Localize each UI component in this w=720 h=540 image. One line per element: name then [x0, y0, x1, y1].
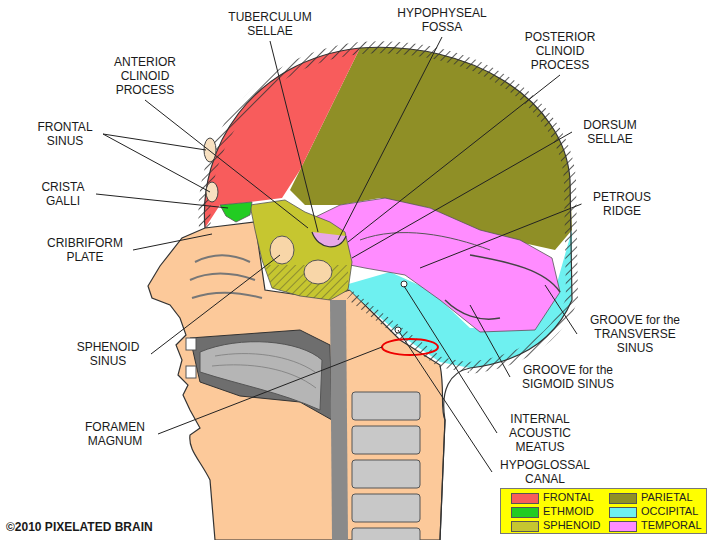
leader-line: [470, 305, 510, 377]
leader-line: [348, 75, 560, 242]
leader-line: [133, 234, 212, 250]
legend-swatch: [609, 521, 637, 532]
part-label: INTERNAL ACOUSTIC MEATUS: [500, 412, 580, 454]
part-label: CRISTA GALLI: [33, 180, 93, 208]
part-label: PETROUS RIDGE: [585, 190, 660, 218]
leader-line: [145, 100, 308, 228]
legend-text: ETHMOID: [543, 505, 594, 518]
part-label: HYPOPHYSEAL FOSSA: [392, 6, 492, 34]
part-label: HYPOGLOSSAL CANAL: [495, 458, 595, 486]
legend-swatch: [511, 493, 539, 504]
copyright-watermark: ©2010 PIXELATED BRAIN: [4, 520, 155, 534]
leader-line: [96, 194, 228, 208]
leader-line: [545, 285, 577, 334]
part-label: POSTERIOR CLINOID PROCESS: [518, 30, 603, 72]
legend-text: FRONTAL: [543, 491, 594, 504]
legend-swatch: [609, 493, 637, 504]
legend-box: FRONTALETHMOIDSPHENOID PARIETALOCCIPITALT…: [500, 488, 707, 534]
leader-line: [158, 347, 382, 434]
legend-text: OCCIPITAL: [641, 505, 698, 518]
leader-line: [103, 134, 210, 192]
leader-line: [151, 255, 280, 354]
legend-text: TEMPORAL: [641, 519, 702, 532]
legend-swatch: [511, 521, 539, 532]
part-label: CRIBRIFORM PLATE: [40, 236, 130, 264]
legend-text: SPHENOID: [543, 519, 600, 532]
leader-line: [420, 204, 582, 268]
part-label: FORAMEN MAGNUM: [75, 420, 155, 448]
legend-swatch: [511, 507, 539, 518]
part-label: GROOVE for the SIGMOID SINUS: [513, 363, 623, 391]
part-label: GROOVE for the TRANSVERSE SINUS: [580, 313, 690, 355]
legend-swatch: [609, 507, 637, 518]
leader-line: [352, 132, 572, 258]
part-label: DORSUM SELLAE: [575, 118, 645, 146]
part-label: ANTERIOR CLINOID PROCESS: [105, 55, 185, 97]
part-label: TUBERCULUM SELLAE: [220, 10, 320, 38]
part-label: FRONTAL SINUS: [30, 120, 100, 148]
part-label: SPHENOID SINUS: [68, 340, 148, 368]
leader-line: [398, 330, 492, 472]
legend-text: PARIETAL: [641, 491, 693, 504]
